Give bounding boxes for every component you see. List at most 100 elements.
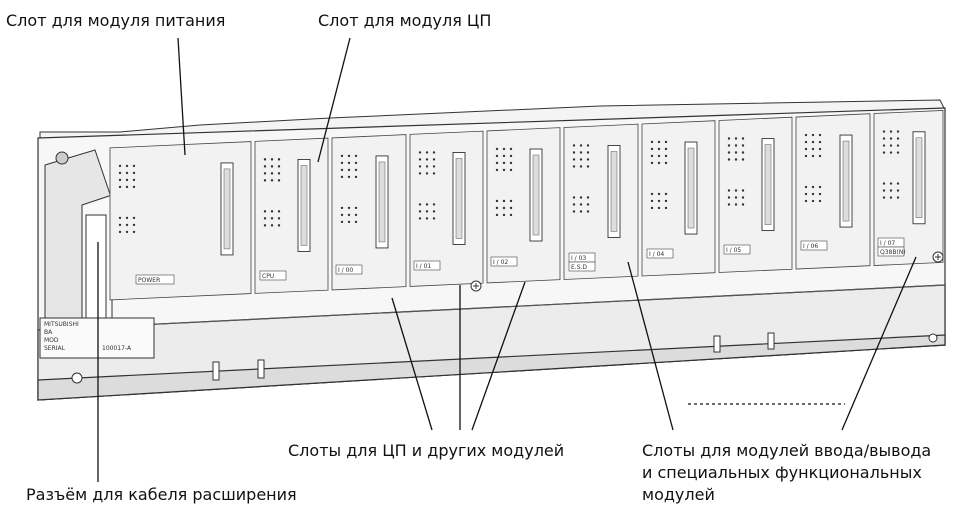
pin-dot [426,158,428,160]
nameplate-line-1: BA [44,329,53,336]
pin-dot [503,162,505,164]
pin-dot [573,151,575,153]
pin-dot [355,162,357,164]
pin-dot [658,155,660,157]
pin-dot [133,165,135,167]
pin-dot [341,214,343,216]
slot-label-text: CPU [262,273,274,280]
pin-dot [883,130,885,132]
pin-dot [433,203,435,205]
pin-dot [496,155,498,157]
pin-dot [419,151,421,153]
pin-dot [658,193,660,195]
pin-dot [587,165,589,167]
pin-dot [433,165,435,167]
pin-dot [426,172,428,174]
pin-dot [897,144,899,146]
pin-dot [651,207,653,209]
pin-dot [426,203,428,205]
pin-dot [897,182,899,184]
pin-dot [728,144,730,146]
pin-dot [580,210,582,212]
pin-dot [341,155,343,157]
pin-dot [573,144,575,146]
pin-dot [735,144,737,146]
pin-dot [735,137,737,139]
pin-dot [819,148,821,150]
cpu-slot-callout: Слот для модуля ЦП [318,10,491,32]
pin-dot [651,155,653,157]
pin-dot [133,231,135,233]
pin-dot [658,148,660,150]
slot-connector-pins [456,158,462,238]
pin-dot [805,148,807,150]
pin-dot [341,176,343,178]
pin-dot [426,165,428,167]
slot-label-text: I / 00 [338,267,353,274]
pin-dot [890,144,892,146]
pin-dot [419,217,421,219]
pin-dot [419,210,421,212]
nameplate-brand: MITSUBISHI [44,321,79,328]
pin-dot [580,165,582,167]
pin-dot [735,203,737,205]
pin-dot [119,231,121,233]
slot-label-text: I / 01 [416,263,431,270]
pin-dot [126,165,128,167]
pin-dot [728,203,730,205]
pin-dot [587,144,589,146]
pin-dot [119,179,121,181]
pin-dot [133,172,135,174]
pin-dot [587,151,589,153]
pin-dot [897,189,899,191]
nameplate-line-2: MOD [44,337,59,344]
pin-dot [587,210,589,212]
pin-dot [510,214,512,216]
pin-dot [890,182,892,184]
pin-dot [355,207,357,209]
pin-dot [580,144,582,146]
cpu-slot-panel [255,138,328,293]
pin-dot [883,196,885,198]
pin-dot [805,193,807,195]
pin-dot [126,186,128,188]
pin-dot [264,158,266,160]
pin-dot [665,148,667,150]
pin-dot [658,200,660,202]
pin-dot [573,210,575,212]
pin-dot [735,158,737,160]
pin-dot [419,158,421,160]
pin-dot [433,151,435,153]
pin-dot [355,155,357,157]
nameplate-serial-value: 100017-A [102,345,132,352]
pin-dot [264,172,266,174]
pin-dot [503,207,505,209]
pin-dot [133,179,135,181]
pin-dot [119,224,121,226]
nameplate-serial-label: SERIAL [44,345,66,352]
extension-connector-housing [45,150,112,338]
slot-label-text: I / 03 [571,255,586,262]
pin-dot [348,169,350,171]
pin-dot [348,162,350,164]
pin-dot [665,193,667,195]
pin-dot [742,189,744,191]
pin-dot [890,189,892,191]
pin-dot [573,158,575,160]
slot-label-text: I / 05 [726,247,741,254]
pin-dot [341,207,343,209]
pin-dot [426,151,428,153]
pin-dot [805,200,807,202]
pin-dot [819,186,821,188]
pin-dot [665,141,667,143]
pin-dot [119,165,121,167]
pin-dot [735,196,737,198]
slot-connector-pins [688,148,694,228]
slot-connector-pins [611,152,617,232]
pin-dot [812,186,814,188]
pin-dot [819,155,821,157]
mounting-hole-left [72,373,82,383]
pin-dot [890,151,892,153]
pin-dot [264,210,266,212]
